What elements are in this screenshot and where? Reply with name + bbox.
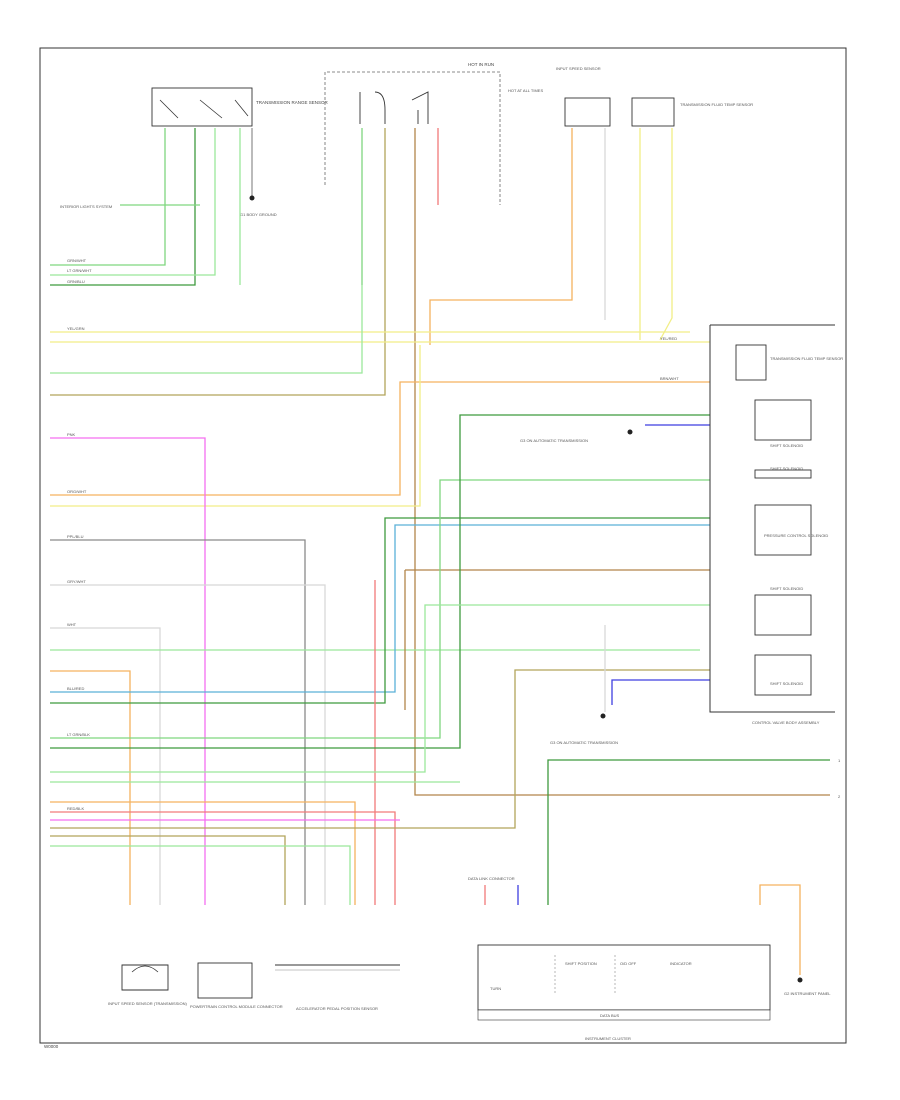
svg-text:LT GRN/BLK: LT GRN/BLK	[67, 732, 90, 737]
svg-text:SHIFT SOLENOID: SHIFT SOLENOID	[770, 586, 803, 591]
pin-marker-a: 1	[838, 758, 841, 763]
svg-text:GRN/WHT: GRN/WHT	[67, 258, 87, 263]
pcm-connector-bottom	[197, 962, 253, 999]
accelerator-pedal-sensor	[275, 964, 400, 971]
ground-g3-top-label: G3 ON AUTOMATIC TRANSMISSION	[520, 438, 588, 443]
solenoid-shift-4: SHIFT SOLENOID	[754, 654, 812, 696]
input-speed-sensor-bottom	[121, 964, 169, 991]
cluster-top-label: DATA LINK CONNECTOR	[468, 876, 515, 881]
cluster-bus-label: DATA BUS	[600, 1013, 620, 1018]
solenoid-pressure-control: PRESSURE CONTROL SOLENOID	[754, 504, 828, 556]
fluid-temp-sensor-top-label: TRANSMISSION FLUID TEMP SENSOR	[680, 102, 753, 107]
hot-at-all-times-label: HOT AT ALL TIMES	[508, 88, 543, 93]
ground-symbol-g3-top	[627, 429, 633, 435]
pcm-connector-bottom-label: POWERTRAIN CONTROL MODULE CONNECTOR	[190, 1004, 283, 1009]
range-sensor-label: TRANSMISSION RANGE SENSOR	[256, 100, 329, 105]
instrument-cluster	[477, 944, 771, 1021]
wire-bundle	[50, 128, 830, 975]
svg-text:GRN/BLU: GRN/BLU	[67, 279, 85, 284]
cluster-inner-2: SHIFT POSITION	[565, 961, 597, 966]
svg-text:RED/BLK: RED/BLK	[67, 806, 84, 811]
accelerator-pedal-sensor-label: ACCELERATOR PEDAL POSITION SENSOR	[296, 1006, 378, 1011]
svg-text:SHIFT SOLENOID: SHIFT SOLENOID	[770, 466, 803, 471]
fluid-temp-sensor-top-box	[631, 97, 675, 127]
svg-text:PPL/BLU: PPL/BLU	[67, 534, 84, 539]
svg-text:GRY/WHT: GRY/WHT	[67, 579, 86, 584]
wire-color-labels: GRN/WHT LT GRN/WHT GRN/BLU YEL/GRN ORG/W…	[67, 258, 679, 811]
svg-text:TRANSMISSION FLUID TEMP SENSOR: TRANSMISSION FLUID TEMP SENSOR	[770, 356, 843, 361]
pin-marker-b: 2	[838, 794, 841, 799]
cluster-inner-3: O/D OFF	[620, 961, 637, 966]
hot-in-run-dashed-box	[324, 71, 501, 205]
input-speed-sensor-bottom-label: INPUT SPEED SENSOR (TRANSMISSION)	[108, 1001, 187, 1006]
svg-text:WHT: WHT	[67, 622, 77, 627]
ground-g2-label: G2 INSTRUMENT PANEL	[784, 991, 831, 996]
ground-symbol-g2	[797, 977, 803, 983]
input-speed-sensor-label: INPUT SPEED SENSOR	[556, 66, 601, 71]
page-label: W0000	[44, 1044, 59, 1049]
svg-text:LT GRN/WHT: LT GRN/WHT	[67, 268, 92, 273]
ground-g1-label: G1 BODY GROUND	[240, 212, 277, 217]
interior-lights-ref-label: INTERIOR LIGHTS SYSTEM	[60, 204, 112, 209]
svg-text:SHIFT SOLENOID: SHIFT SOLENOID	[770, 443, 803, 448]
solenoid-shift-1: SHIFT SOLENOID	[754, 399, 812, 448]
cluster-inner-4: INDICATOR	[670, 961, 692, 966]
ground-symbol-g3-bottom	[600, 713, 606, 719]
svg-text:YEL/RED: YEL/RED	[660, 336, 677, 341]
ground-symbol-g1	[249, 128, 255, 201]
svg-text:SHIFT SOLENOID: SHIFT SOLENOID	[770, 681, 803, 686]
cluster-label: INSTRUMENT CLUSTER	[585, 1036, 631, 1041]
solenoid-shift-2: SHIFT SOLENOID	[754, 466, 812, 479]
svg-text:YEL/GRN: YEL/GRN	[67, 326, 85, 331]
top-relay-contacts	[359, 91, 429, 124]
cluster-inner-1: TURN	[490, 986, 501, 991]
hot-in-run-label: HOT IN RUN	[468, 62, 494, 67]
solenoid-fluid-temp: TRANSMISSION FLUID TEMP SENSOR	[735, 344, 843, 381]
svg-text:PRESSURE CONTROL SOLENOID: PRESSURE CONTROL SOLENOID	[764, 533, 828, 538]
svg-text:BRN/WHT: BRN/WHT	[660, 376, 679, 381]
svg-text:BLU/RED: BLU/RED	[67, 686, 84, 691]
valve-body-label: CONTROL VALVE BODY ASSEMBLY	[752, 720, 820, 725]
svg-text:PNK: PNK	[67, 432, 76, 437]
valve-body-frame	[709, 324, 835, 713]
solenoid-shift-3: SHIFT SOLENOID	[754, 586, 812, 636]
svg-text:ORG/WHT: ORG/WHT	[67, 489, 87, 494]
ground-g3-bottom-label: G3 ON AUTOMATIC TRANSMISSION	[550, 740, 618, 745]
diagram-frame	[39, 47, 847, 1044]
input-speed-sensor-box	[564, 97, 611, 127]
range-sensor-switch	[151, 87, 253, 127]
